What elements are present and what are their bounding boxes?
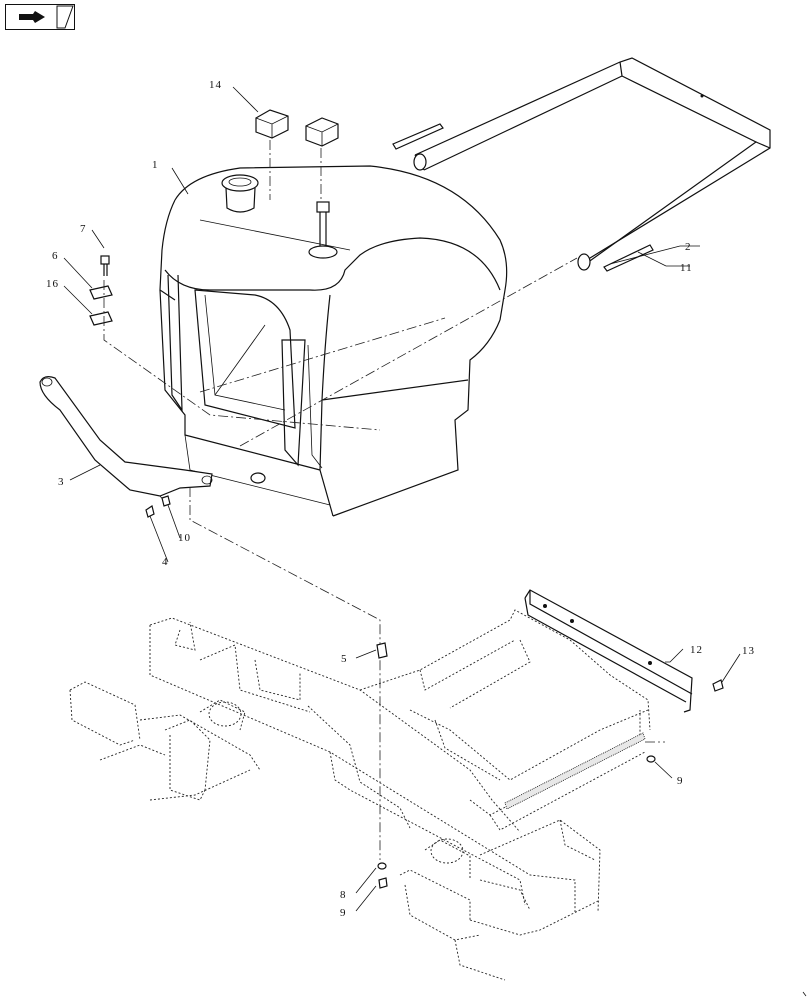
callout-9-right: 9: [677, 775, 684, 787]
callout-7: 7: [80, 223, 87, 235]
washer-8: [377, 862, 387, 870]
callout-6: 6: [52, 250, 59, 262]
tank-strap-frame: [413, 57, 771, 271]
callout-9-lower: 9: [340, 907, 347, 919]
callout-11: 11: [680, 262, 693, 274]
forward-arrow-button[interactable]: [5, 4, 75, 30]
callout-4: 4: [162, 556, 169, 568]
callout-5: 5: [341, 653, 348, 665]
fuel-tank: [159, 165, 508, 517]
nut-9-lower: [378, 877, 388, 889]
callout-13: 13: [742, 645, 755, 657]
forward-arrow-icon: [5, 4, 75, 30]
callout-10: 10: [178, 532, 191, 544]
rubber-strip-upper: [392, 123, 444, 150]
corner-mark: [802, 991, 807, 997]
chassis-frame: [69, 609, 651, 981]
bracket-bolt: [145, 505, 155, 518]
rubber-strip-lower: [603, 244, 654, 272]
tank-bracket: [39, 376, 213, 503]
callout-12: 12: [690, 644, 703, 656]
callout-14: 14: [209, 79, 222, 91]
pad-block-left: [255, 109, 289, 139]
assembly-centerlines: [103, 140, 665, 860]
leader-lines: [63, 86, 741, 912]
callout-labels: 14 1 7 6 16 2 11 3 10 4 5 12 13 9 8 9: [46, 79, 755, 919]
bracket-washer: [161, 495, 171, 507]
callout-3: 3: [58, 476, 65, 488]
washer-plate: [89, 285, 113, 300]
nut-5: [376, 642, 388, 659]
callout-8: 8: [340, 889, 347, 901]
callout-2: 2: [685, 241, 692, 253]
nut-9-right: [646, 755, 656, 763]
bolt-13: [712, 679, 724, 692]
callout-16: 16: [46, 278, 59, 290]
spacer-plate: [89, 311, 113, 326]
callout-1: 1: [152, 159, 159, 171]
bolt: [100, 255, 110, 276]
pad-block-right: [305, 117, 339, 147]
mounting-plate: [524, 589, 693, 713]
